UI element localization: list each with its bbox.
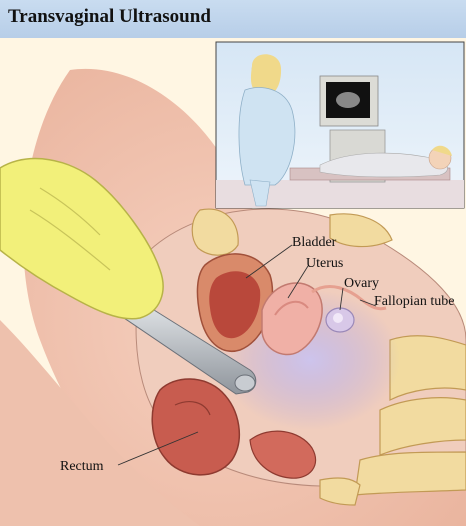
label-uterus: Uterus <box>306 256 343 271</box>
label-ovary: Ovary <box>344 276 379 291</box>
ultrasound-illustration: Bladder Uterus Ovary Fallopian tube Rect… <box>0 38 466 526</box>
label-fallopian-tube: Fallopian tube <box>374 294 455 309</box>
patient-scene-inset <box>216 42 464 208</box>
label-rectum: Rectum <box>60 459 104 474</box>
label-bladder: Bladder <box>292 235 337 250</box>
ovary-follicle <box>333 313 343 323</box>
doctor-body <box>239 87 295 185</box>
figure-title: Transvaginal Ultrasound <box>8 6 211 28</box>
title-bar: Transvaginal Ultrasound <box>0 0 466 39</box>
